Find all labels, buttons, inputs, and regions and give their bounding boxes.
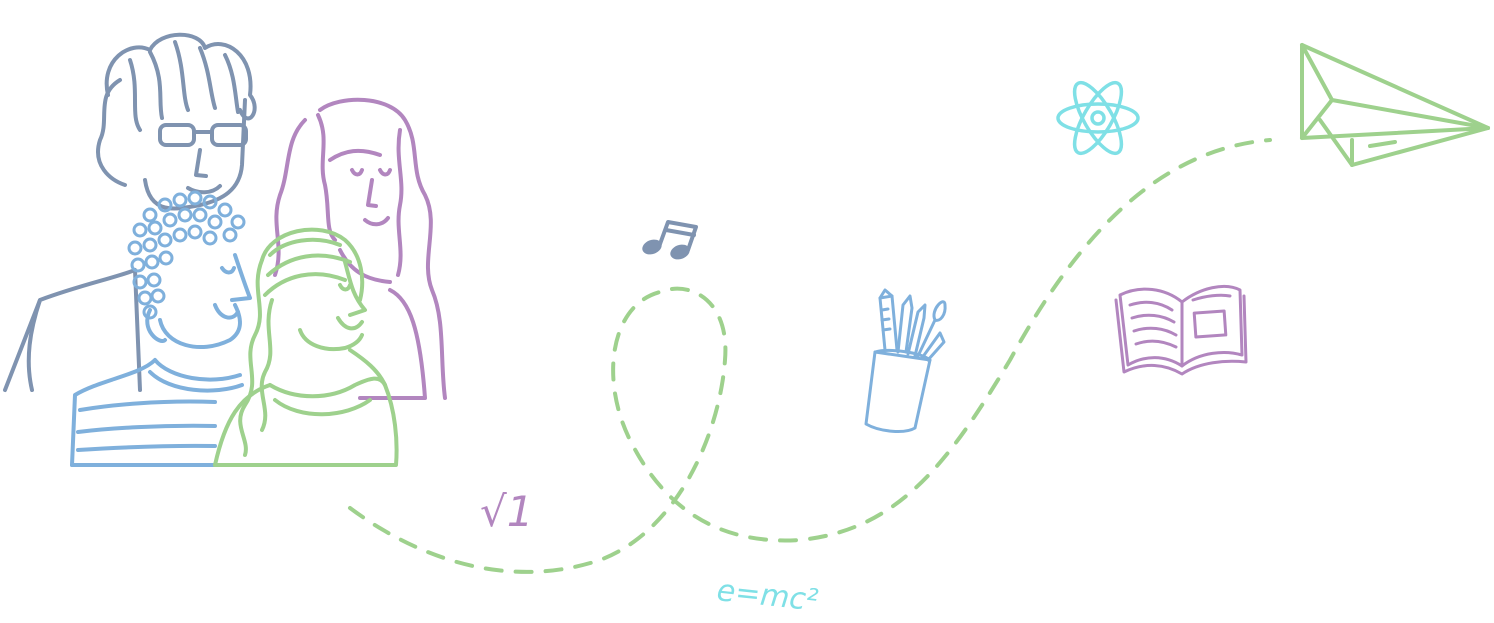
woman-ponytail [213, 227, 399, 467]
paper-plane-icon [1300, 43, 1490, 167]
man-with-glasses [3, 32, 257, 392]
man-curly-hair [70, 253, 252, 467]
woman-long-hair [273, 97, 447, 400]
dashed-flight-path [348, 138, 1272, 574]
atom-icon [1056, 80, 1140, 156]
sqrt-one-annotation: √1 [480, 487, 533, 536]
open-book-icon [1114, 284, 1248, 376]
music-note-icon [642, 220, 698, 260]
people-group-illustration [3, 32, 447, 467]
emc2-formula-annotation: e=mc² [715, 573, 819, 618]
curly-hair-texture [127, 190, 246, 320]
pencil-cup-icon [864, 288, 947, 433]
